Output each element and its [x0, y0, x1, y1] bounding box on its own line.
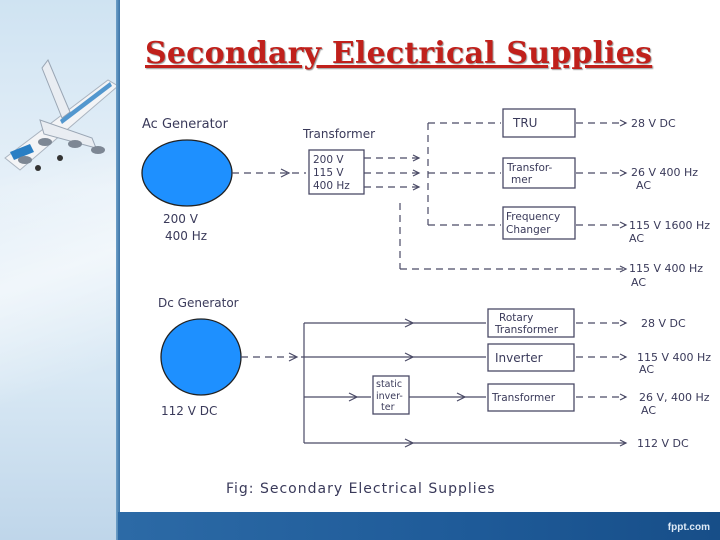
tru-box: [502, 108, 576, 138]
ac-out-115v1600-line2: AC: [629, 232, 644, 245]
rotary-transformer-box: [487, 308, 575, 338]
dc-out-115v-line1: 115 V 400 Hz: [637, 351, 711, 364]
arrow-icon: [280, 168, 291, 178]
dc-out-26v-line1: 26 V, 400 Hz: [639, 391, 710, 404]
ac-generator-circle: [141, 139, 233, 207]
ac-out-26v-line1: 26 V 400 Hz: [631, 166, 698, 179]
arrow-icon: [404, 318, 415, 328]
ac-transformer-line1: 200 V: [313, 154, 344, 166]
ac-transformer-line3: 400 Hz: [313, 180, 350, 192]
arrow-icon: [288, 352, 299, 362]
arrow-icon: [619, 319, 628, 327]
tru-label: TRU: [512, 116, 537, 130]
transformer-title: Transformer: [302, 127, 375, 141]
arrow-icon: [412, 154, 421, 162]
dc-out-26v-line2: AC: [641, 404, 656, 417]
arrow-icon: [619, 353, 628, 361]
ac-out-26v-line2: AC: [636, 179, 651, 192]
arrow-icon: [619, 393, 628, 401]
dc-out-112vdc: 112 V DC: [637, 437, 689, 450]
diagram-area: Ac Generator 200 V 400 Hz Transformer 20…: [121, 103, 720, 510]
inverter-box: [487, 343, 575, 372]
rotary-line2: Transformer: [494, 324, 559, 336]
inverter-label: Inverter: [495, 351, 543, 365]
arrow-icon: [619, 221, 628, 229]
page-title: Secondary Electrical Supplies: [145, 36, 653, 71]
dc-transformer-box: [487, 383, 575, 412]
supplies-diagram: Ac Generator 200 V 400 Hz Transformer 20…: [141, 108, 711, 497]
arrow-icon: [348, 392, 359, 402]
dc-generator-label: Dc Generator: [158, 296, 239, 310]
freq-changer-line1: Frequency: [506, 211, 560, 223]
freq-changer-box: [502, 206, 576, 240]
transformer2-line2: mer: [511, 174, 533, 186]
ac-generator-label: Ac Generator: [142, 117, 229, 132]
transformer2-box: [502, 157, 576, 189]
ac-rating-frequency: 400 Hz: [165, 229, 207, 243]
arrow-icon: [619, 119, 628, 127]
transformer2-line1: Transfor-: [506, 162, 553, 174]
dc-rating: 112 V DC: [161, 404, 217, 418]
arrow-icon: [456, 392, 467, 402]
footer-bar: fppt.com: [118, 512, 720, 540]
static-inverter-box: [372, 375, 410, 415]
dc-generator-circle: [160, 318, 242, 396]
dc-out-115v-line2: AC: [639, 363, 654, 376]
rotary-line1: Rotary: [499, 312, 533, 324]
arrow-icon: [404, 352, 415, 362]
ac-out-28vdc: 28 V DC: [631, 117, 676, 130]
ac-out-115v400-line2: AC: [631, 276, 646, 289]
arrow-icon: [412, 183, 421, 191]
dc-transformer-label: Transformer: [491, 392, 556, 404]
arrow-icon: [412, 169, 421, 177]
arrow-icon: [619, 439, 628, 447]
footer-logo: fppt.com: [667, 522, 710, 533]
band-edge-line: [116, 0, 120, 540]
ac-out-115v1600-line1: 115 V 1600 Hz: [629, 219, 710, 232]
freq-changer-line2: Changer: [506, 224, 551, 236]
arrow-icon: [619, 169, 628, 177]
static-line1: static: [376, 379, 402, 390]
dc-out-28vdc: 28 V DC: [641, 317, 686, 330]
ac-rating-voltage: 200 V: [163, 212, 199, 226]
airplane-image: [4, 59, 119, 171]
ac-transformer-line2: 115 V: [313, 167, 344, 179]
static-line3: ter: [381, 402, 395, 413]
arrow-icon: [404, 438, 415, 448]
static-line2: inver-: [376, 391, 403, 402]
figure-caption: Fig: Secondary Electrical Supplies: [226, 481, 496, 497]
ac-transformer-box: [308, 149, 365, 195]
arrow-icon: [619, 265, 628, 273]
ac-out-115v400-line1: 115 V 400 Hz: [629, 262, 703, 275]
